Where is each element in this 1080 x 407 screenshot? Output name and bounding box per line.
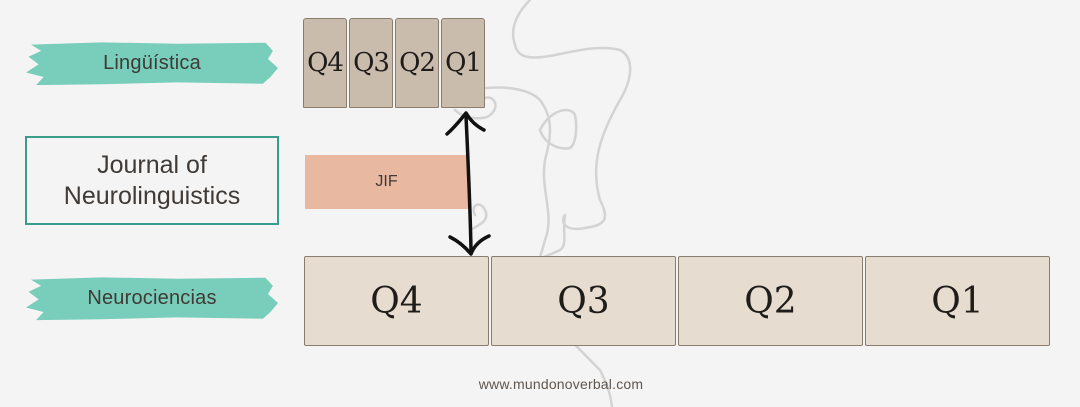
linguistica-quartile-q4: Q4 bbox=[303, 18, 347, 108]
linguistica-quartile-q2: Q2 bbox=[395, 18, 439, 108]
neurociencias-quartile-q3: Q3 bbox=[491, 256, 676, 346]
jif-metric-label: JIF bbox=[305, 155, 468, 209]
neurociencias-quartile-q2: Q2 bbox=[678, 256, 863, 346]
category-neurociencias-label: Neurociencias bbox=[26, 277, 278, 321]
category-linguistica-label: Lingüística bbox=[26, 42, 278, 86]
category-neurociencias-text: Neurociencias bbox=[87, 287, 217, 309]
journal-name-box: Journal of Neurolinguistics bbox=[25, 136, 279, 225]
linguistica-quartile-q1: Q1 bbox=[441, 18, 485, 108]
linguistica-quartiles: Q4 Q3 Q2 Q1 bbox=[303, 18, 485, 108]
neurociencias-quartile-q4: Q4 bbox=[304, 256, 489, 346]
footer-website: www.mundonoverbal.com bbox=[478, 376, 644, 392]
journal-name-line2: Neurolinguistics bbox=[63, 181, 241, 210]
category-linguistica-text: Lingüística bbox=[103, 52, 201, 74]
neurociencias-quartile-q1: Q1 bbox=[865, 256, 1050, 346]
journal-name-line1: Journal of bbox=[97, 150, 207, 179]
jif-text: JIF bbox=[375, 173, 398, 190]
neurociencias-quartiles: Q4 Q3 Q2 Q1 bbox=[304, 256, 1050, 346]
linguistica-quartile-q3: Q3 bbox=[349, 18, 393, 108]
